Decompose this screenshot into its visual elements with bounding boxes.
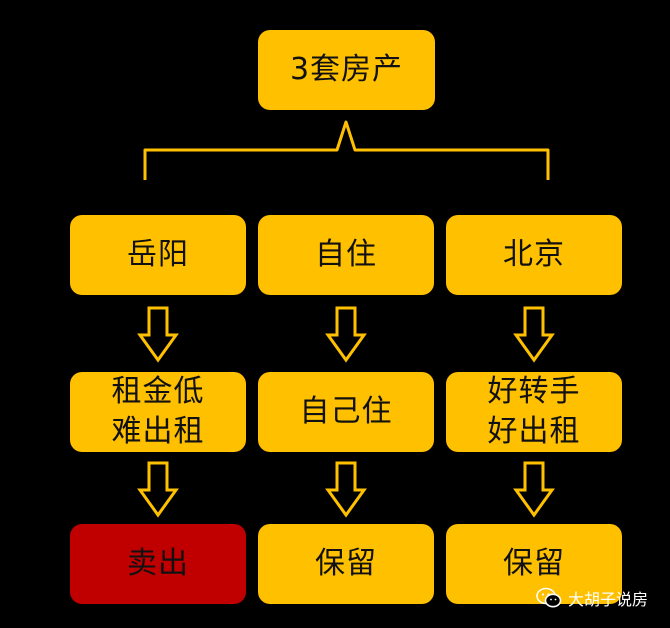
down-arrow-icon [325,461,367,518]
reason-line-2a: 自己住 [299,394,393,429]
watermark: 大胡子说房 [536,586,648,610]
decision-box-1: 卖出 [70,524,246,604]
decision-box-2: 保留 [258,524,434,604]
city-label-2: 自住 [315,237,377,272]
decision-label-1: 卖出 [127,546,189,581]
root-box: 3套房产 [258,30,435,110]
reason-line-3b: 好出租 [487,414,581,449]
reason-box-1: 租金低 难出租 [70,372,246,452]
down-arrow-icon [137,306,179,363]
reason-box-3: 好转手 好出租 [446,372,622,452]
reason-line-3a: 好转手 [487,374,581,409]
down-arrow-icon [137,461,179,518]
brace-connector [143,120,550,180]
city-box-2: 自住 [258,215,434,295]
city-box-3: 北京 [446,215,622,295]
watermark-text: 大胡子说房 [568,590,649,609]
down-arrow-icon [513,306,555,363]
wechat-icon [536,587,562,608]
root-label: 3套房产 [289,52,404,87]
reason-box-2: 自己住 [258,372,434,452]
city-box-1: 岳阳 [70,215,246,295]
reason-line-1a: 租金低 [111,374,205,409]
city-label-1: 岳阳 [127,237,189,272]
city-label-3: 北京 [503,237,565,272]
reason-line-1b: 难出租 [111,414,205,449]
down-arrow-icon [513,461,555,518]
decision-label-2: 保留 [315,546,377,581]
decision-label-3: 保留 [503,546,565,581]
down-arrow-icon [325,306,367,363]
decision-box-3: 保留 [446,524,622,604]
